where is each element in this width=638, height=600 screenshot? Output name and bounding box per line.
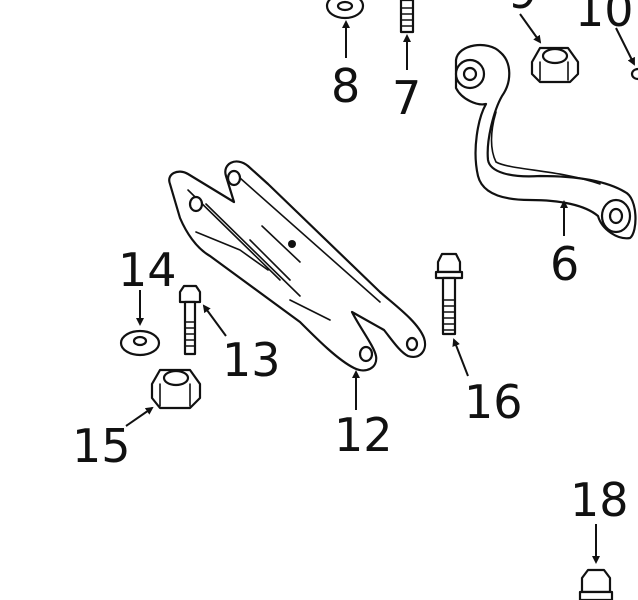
callout-9: 9 [508, 0, 537, 19]
leader-16 [452, 338, 469, 377]
part-9-nut [530, 46, 580, 84]
leader-13 [202, 304, 227, 337]
callout-labels: 9 10 8 7 6 14 13 12 16 15 18 [72, 0, 634, 527]
callout-10: 10 [575, 0, 634, 37]
part-13-bolt [178, 284, 202, 356]
part-6-control-arm [454, 43, 637, 240]
part-16-bolt [434, 252, 464, 336]
part-10-fastener [630, 67, 638, 81]
part-15-nut [150, 368, 202, 410]
callout-14: 14 [118, 243, 177, 297]
callout-15: 15 [72, 419, 131, 473]
part-12-lower-arm [168, 160, 427, 372]
leader-9 [519, 13, 542, 44]
callout-16: 16 [464, 375, 523, 429]
part-18-bolt [578, 568, 614, 600]
leader-lines [125, 13, 635, 564]
part-8-washer [325, 0, 365, 20]
callout-8: 8 [331, 59, 360, 113]
callout-12: 12 [334, 408, 393, 462]
part-14-washer [119, 329, 161, 357]
leader-10 [615, 27, 635, 66]
callout-18: 18 [570, 473, 629, 527]
part-7-bolt [399, 0, 415, 34]
callout-6: 6 [550, 237, 579, 291]
callout-7: 7 [392, 71, 421, 125]
callout-13: 13 [222, 333, 281, 387]
leader-15 [125, 406, 154, 427]
